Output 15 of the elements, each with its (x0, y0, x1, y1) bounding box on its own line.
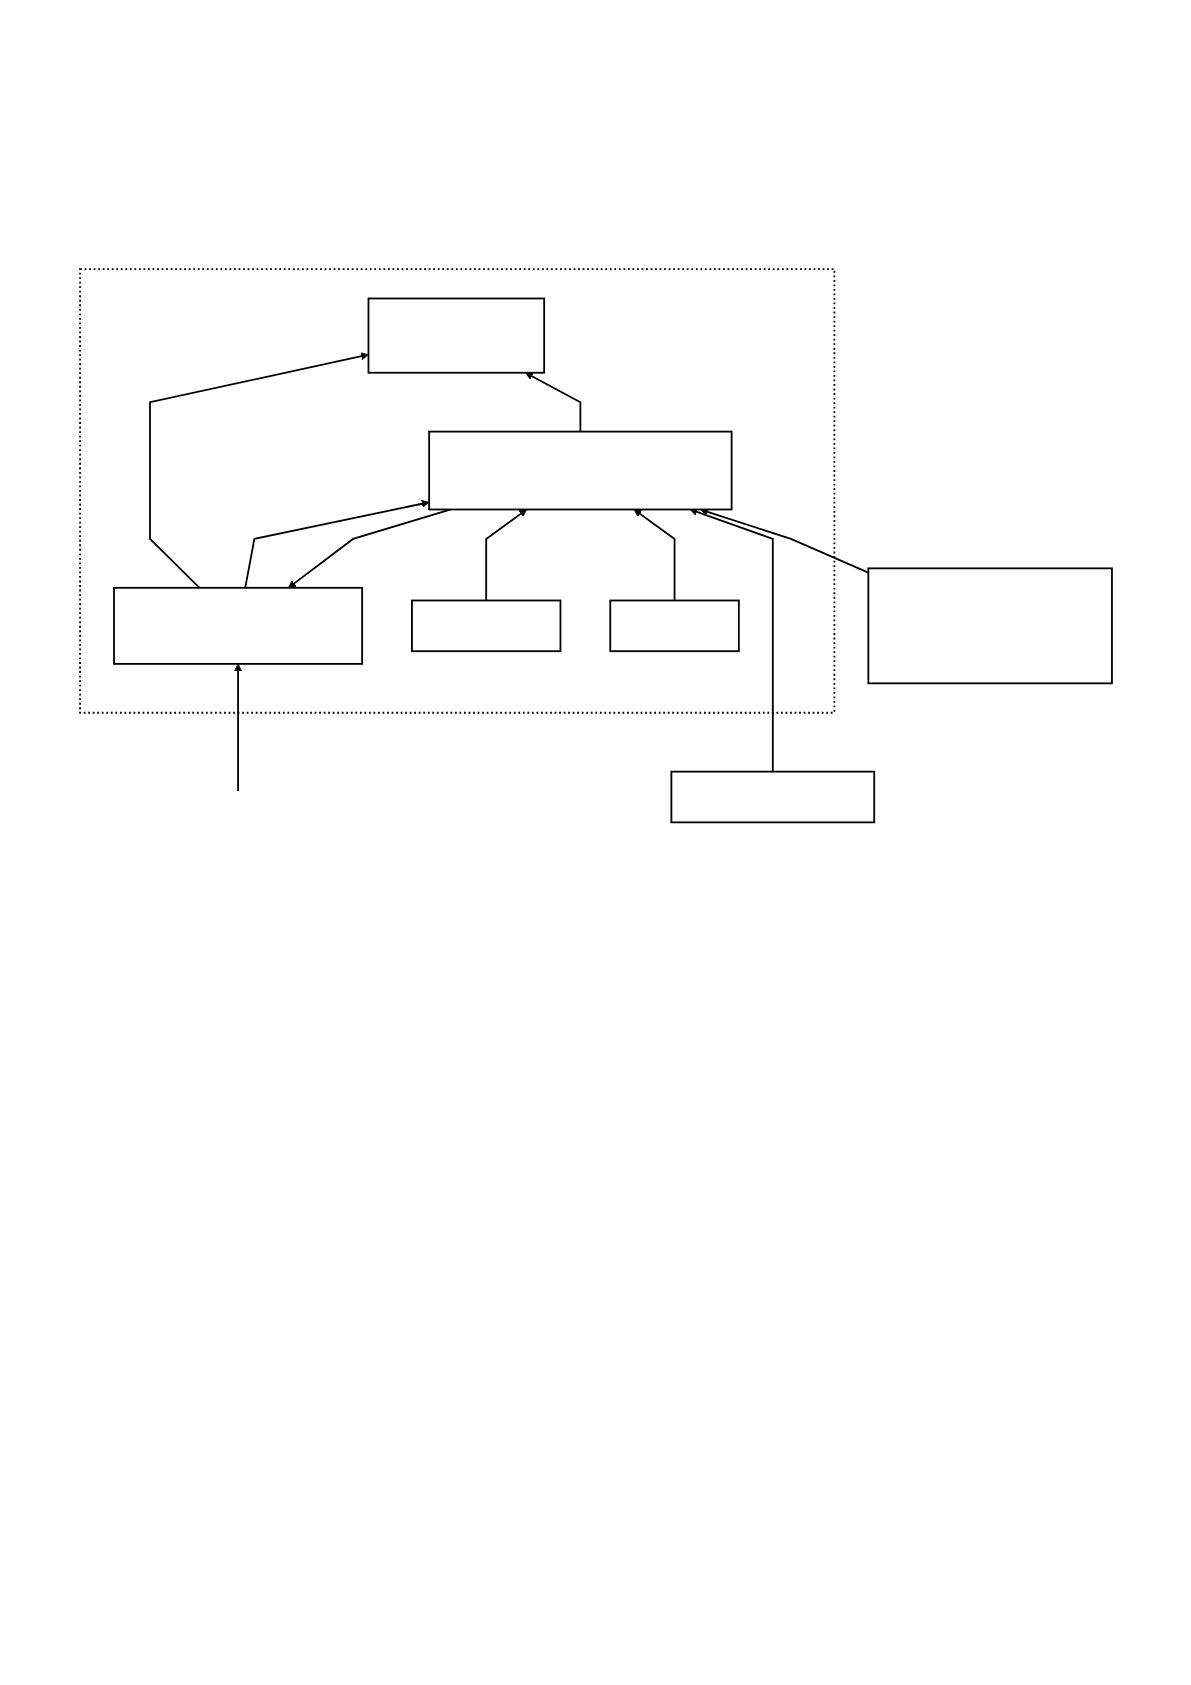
arrow (633, 509, 675, 602)
node-box (608, 599, 740, 653)
node-box (410, 599, 561, 653)
node-box (866, 567, 1113, 685)
arrow (689, 508, 774, 773)
arrow (233, 663, 242, 792)
arrow (287, 508, 452, 589)
node-box (367, 297, 545, 374)
node-box (112, 586, 363, 665)
cluster (78, 268, 835, 714)
arrow (524, 372, 581, 433)
node-box (427, 430, 732, 511)
arrow (243, 499, 429, 589)
arrow (484, 509, 527, 602)
node-box (670, 770, 875, 824)
